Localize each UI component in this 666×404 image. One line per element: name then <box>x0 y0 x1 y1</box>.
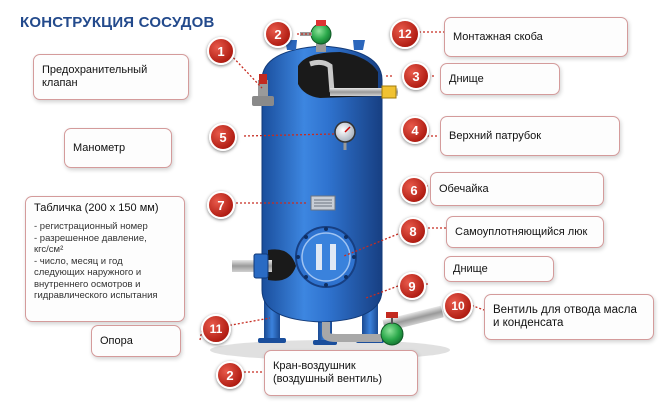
marker-9: 9 <box>398 272 426 300</box>
label-mount-bracket: Монтажная скоба <box>444 17 628 57</box>
marker-5: 5 <box>209 123 237 151</box>
marker-1: 1 <box>207 37 235 65</box>
marker-4: 4 <box>401 116 429 144</box>
air-valve-top <box>310 23 332 45</box>
label-bottom-head: Днище <box>444 256 554 282</box>
marker-2-top: 2 <box>264 20 292 48</box>
label-mount-bracket-text: Монтажная скоба <box>453 30 543 43</box>
label-nameplate: Табличка (200 х 150 мм) - регистрационны… <box>25 196 185 322</box>
marker-11: 11 <box>201 314 231 344</box>
marker-2-bottom: 2 <box>216 361 244 389</box>
label-upper-pipe: Верхний патрубок <box>440 116 620 156</box>
label-bottom-head-text: Днище <box>453 262 488 275</box>
label-shell-text: Обечайка <box>439 182 489 195</box>
diagram-title: КОНСТРУКЦИЯ СОСУДОВ <box>20 14 215 31</box>
safety-valve <box>258 80 268 106</box>
label-drain-valve: Вентиль для отвода масла и конденсата <box>484 294 654 340</box>
label-safety-valve: Предохранительный клапан <box>33 54 189 100</box>
leader-lines <box>199 31 485 373</box>
label-shell: Обечайка <box>430 172 604 206</box>
label-nameplate-details: - регистрационный номер - разрешенное да… <box>34 221 158 301</box>
label-manometer: Манометр <box>64 128 172 168</box>
side-inlet-cutaway <box>268 249 296 281</box>
mount-bracket-right <box>353 40 365 50</box>
label-top-head-text: Днище <box>449 72 484 85</box>
marker-6: 6 <box>400 176 428 204</box>
label-top-head: Днище <box>440 63 560 95</box>
drain-valve <box>380 322 404 346</box>
marker-8: 8 <box>399 217 427 245</box>
label-upper-pipe-text: Верхний патрубок <box>449 129 542 142</box>
label-safety-valve-text: Предохранительный клапан <box>42 64 148 89</box>
marker-12: 12 <box>390 19 420 49</box>
label-support-text: Опора <box>100 334 133 347</box>
marker-7: 7 <box>207 191 235 219</box>
marker-10: 10 <box>443 291 473 321</box>
label-air-valve: Кран-воздушник (воздушный вентиль) <box>264 350 418 396</box>
label-drain-valve-text: Вентиль для отвода масла и конденсата <box>493 304 637 329</box>
label-manhole-text: Самоуплотняющийся люк <box>455 225 588 238</box>
label-manhole: Самоуплотняющийся люк <box>446 216 604 248</box>
label-support: Опора <box>91 325 181 357</box>
marker-3: 3 <box>402 62 430 90</box>
label-manometer-text: Манометр <box>73 141 126 154</box>
drain-pipe <box>322 322 382 342</box>
label-nameplate-title: Табличка (200 х 150 мм) <box>34 202 159 214</box>
upper-pipe <box>330 88 398 96</box>
label-air-valve-text: Кран-воздушник (воздушный вентиль) <box>273 360 383 385</box>
